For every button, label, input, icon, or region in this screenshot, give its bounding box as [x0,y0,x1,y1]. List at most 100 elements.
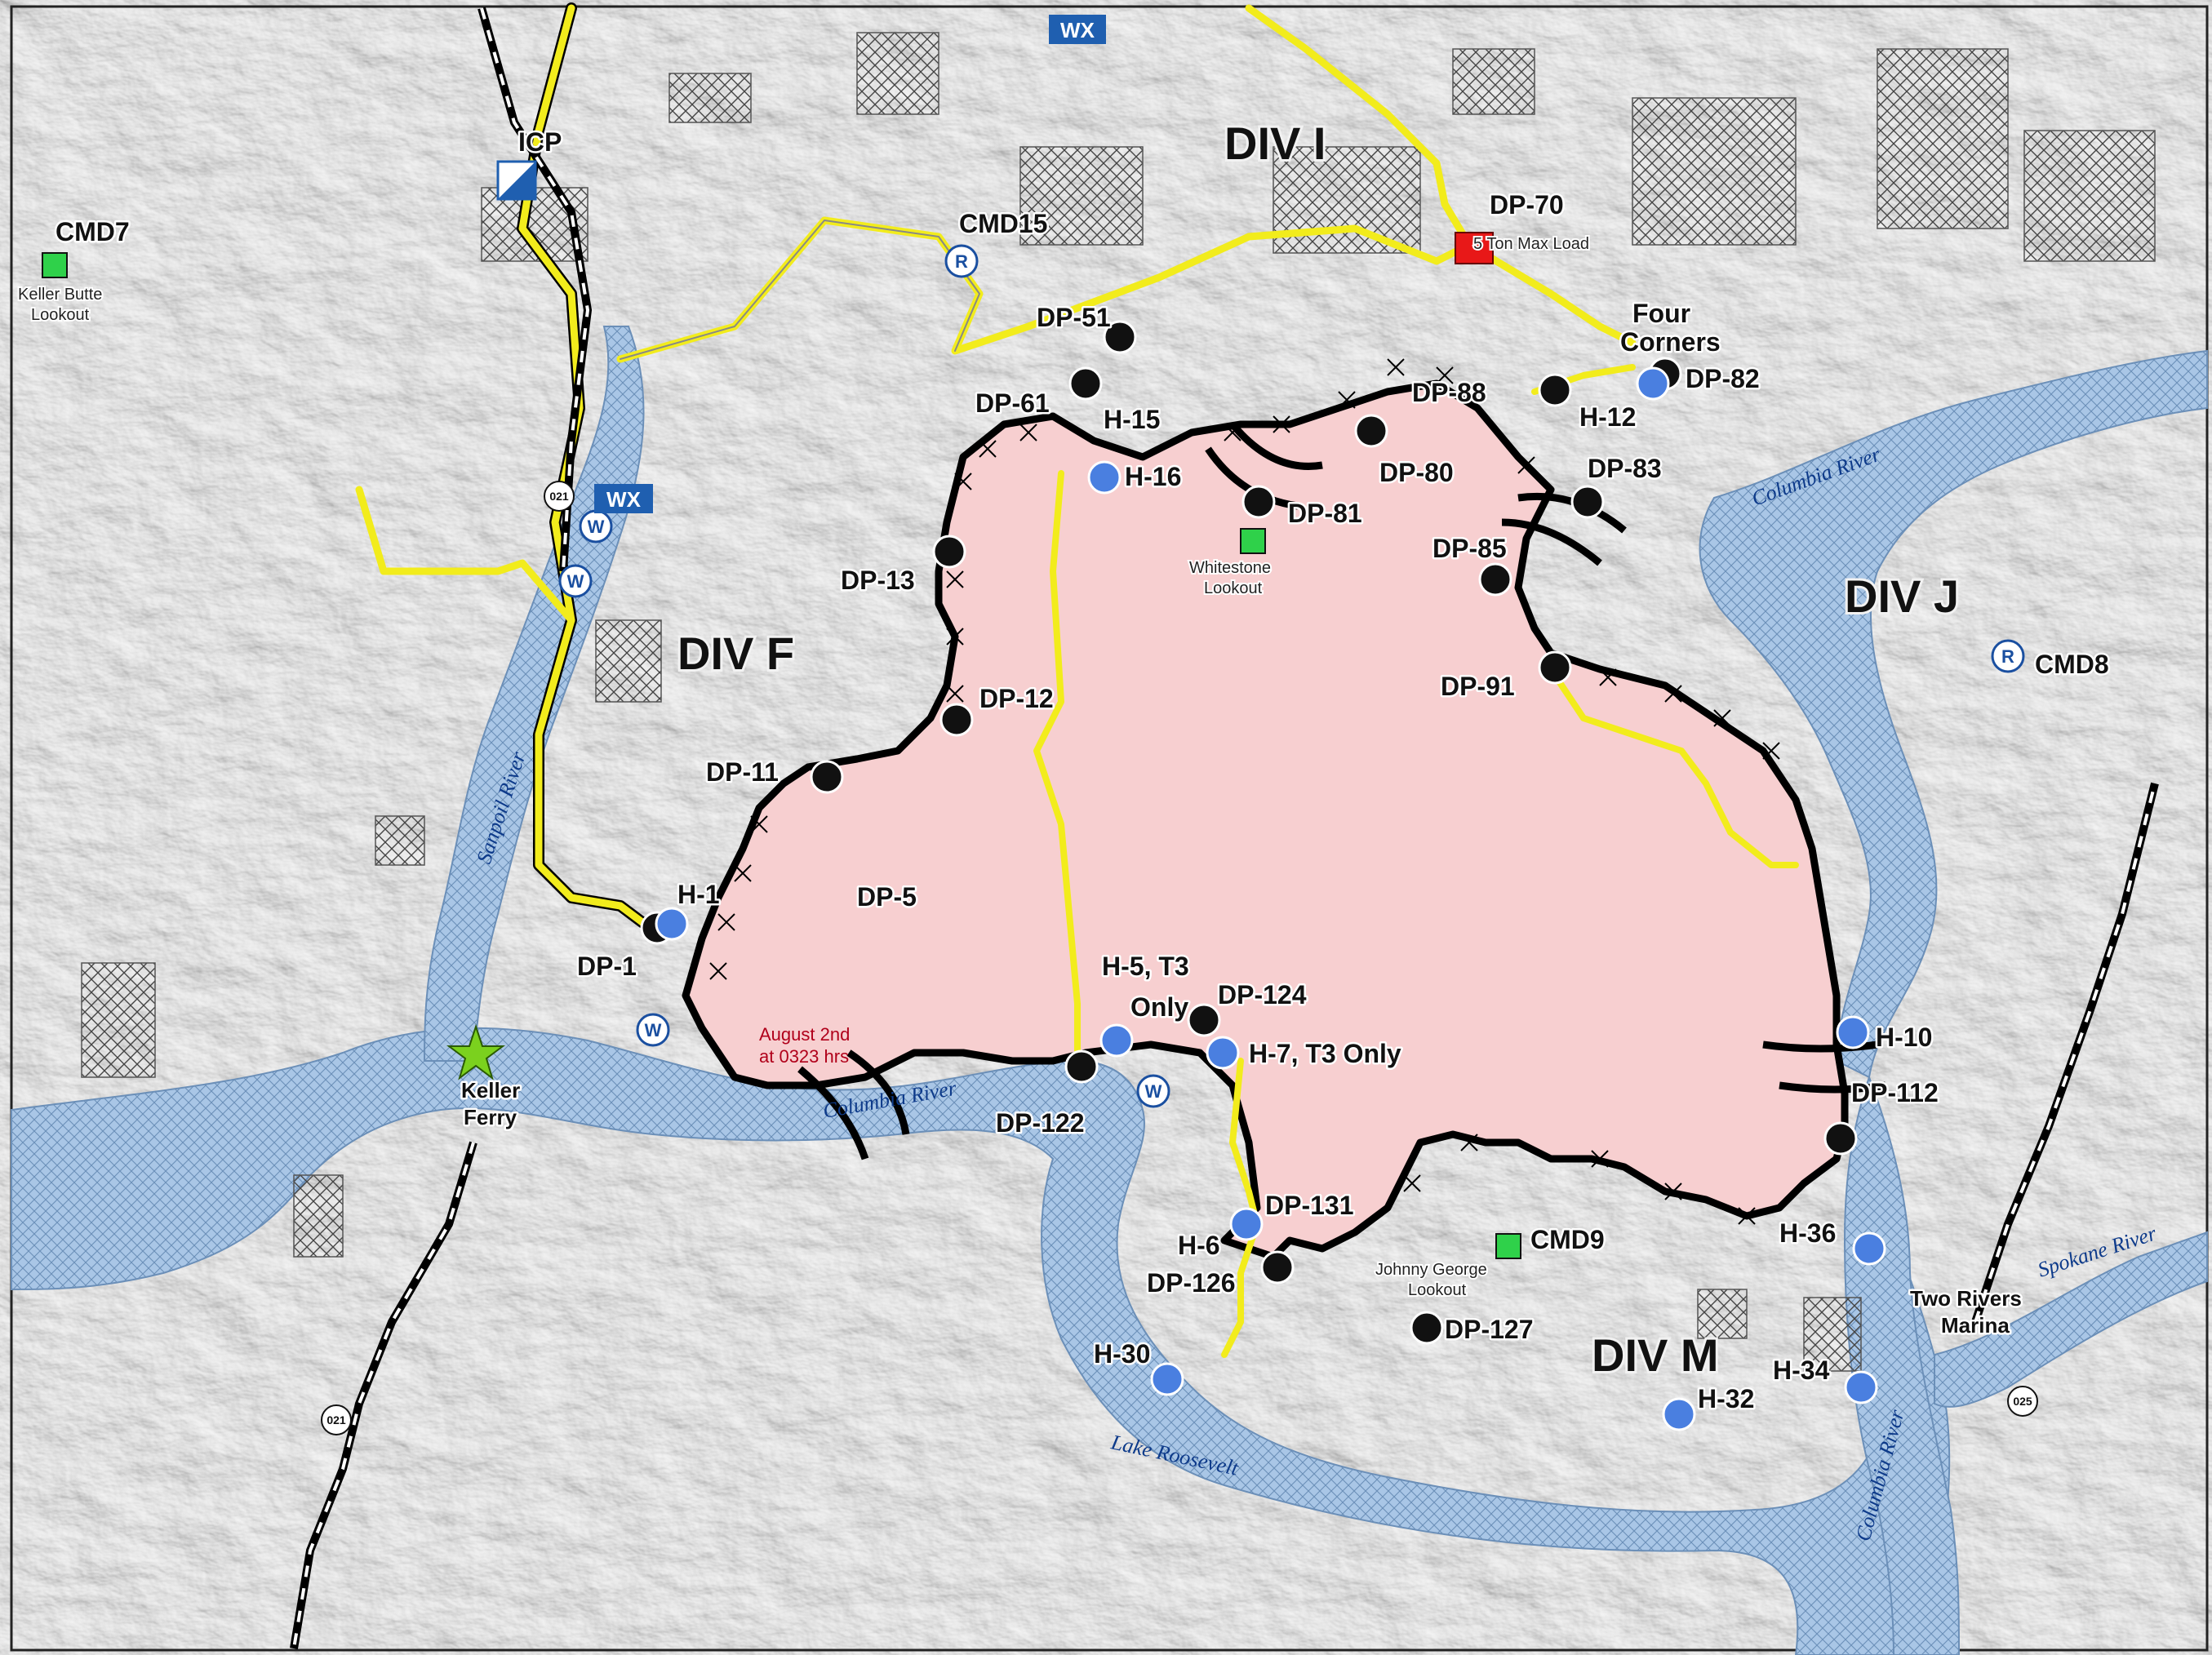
drop-point-dp-88[interactable] [1538,373,1572,407]
helispot-h-16[interactable] [1087,460,1122,495]
label-h-5-line2: Only [1130,992,1188,1022]
helispot-h-1[interactable] [655,907,689,941]
lookout-icon [42,252,68,278]
drop-point-dp-127[interactable] [1410,1311,1444,1345]
helispot-h-30[interactable] [1150,1362,1184,1396]
helispot-h-10[interactable] [1836,1015,1870,1049]
label-dp-85: DP-85 [1432,534,1507,563]
drop-point-dp-83[interactable] [1570,485,1605,519]
helispot-h-36[interactable] [1852,1231,1886,1266]
drop-point-dp-85[interactable] [1478,562,1512,597]
dozer-line-marks [709,358,1780,1225]
label-h-32: H-32 [1698,1384,1754,1413]
label-h-34: H-34 [1773,1356,1830,1385]
water-source-icon [1136,1074,1170,1108]
label-h-7: H-7, T3 Only [1249,1039,1401,1068]
label-icp: ICP [518,127,562,157]
label-cmd8: CMD8 [2035,650,2109,679]
label-dp-91: DP-91 [1441,672,1515,701]
label-four-corners-1: Four [1632,299,1690,328]
drop-point-dp-126[interactable] [1260,1250,1295,1285]
label-dp-88: DP-88 [1412,378,1486,407]
drop-point-dp-91[interactable] [1538,650,1572,685]
water-source-letter: W [645,1020,662,1040]
weather-station-icons [594,15,1106,513]
route-shield-label: 025 [2013,1395,2032,1408]
drop-point-dp-12[interactable] [939,703,974,737]
label-dp-112: DP-112 [1851,1078,1939,1107]
route-shield-icon [2007,1386,2038,1417]
sanpoil-river [423,326,645,1062]
label-cmd7: CMD7 [56,217,130,246]
water-source-icon [558,564,593,598]
label-johnny-george-2: Lookout [1408,1281,1467,1299]
water-source-letter: W [1145,1081,1162,1102]
label-dp-13: DP-13 [841,566,915,595]
label-h-1: H-1 [677,880,720,909]
map-frame [10,5,2209,1652]
label-dp-12: DP-12 [979,684,1054,713]
label-two-rivers-1: Two Rivers [1910,1286,2022,1311]
lookout-icons [42,252,1521,1259]
drop-point-dp-51[interactable] [1103,320,1137,354]
label-dp-131: DP-131 [1265,1191,1354,1220]
repeater-icon [1991,639,2025,673]
repeater-icon [944,244,979,278]
label-dp-81: DP-81 [1288,499,1362,528]
drop-point-dp-11[interactable] [810,760,844,794]
helispot-h-12[interactable] [1636,366,1670,401]
water-source-icon [636,1013,670,1047]
helispot-h-34[interactable] [1844,1370,1878,1404]
helispot-markers[interactable] [655,366,1886,1431]
spokane-river [1934,1231,2208,1408]
containment-breaks [797,422,1886,1160]
route-shield-icon [321,1404,352,1435]
label-keller-ferry-2: Ferry [464,1105,517,1129]
label-dp-83: DP-83 [1588,454,1662,483]
drop-point-dp-122[interactable] [1064,1049,1099,1084]
label-keller-ferry-1: Keller [461,1078,520,1103]
helispot-h-6[interactable] [1229,1207,1264,1241]
label-dp-82: DP-82 [1686,364,1760,393]
weather-station-label: WX [606,487,642,512]
label-dp-80: DP-80 [1379,458,1454,487]
division-label-div-i: DIV I [1224,118,1326,169]
division-label-div-j: DIV J [1845,570,1959,622]
label-dp-124: DP-124 [1218,980,1307,1009]
drop-point-dp-61[interactable] [1068,366,1103,401]
label-max-load: 5 Ton Max Load [1473,235,1589,253]
columbia-river-west [11,1027,1951,1655]
label-keller-butte-1: Keller Butte [18,286,102,304]
columbia-river-east [1699,349,2208,1079]
label-h-36: H-36 [1779,1218,1836,1248]
route-shield-label: 021 [549,490,569,503]
helispot-h-32[interactable] [1662,1397,1696,1431]
label-two-rivers-2: Marina [1941,1313,2010,1338]
helispot-h-7[interactable] [1206,1036,1240,1070]
columbia-river-south-east [1843,1075,1960,1655]
railroads [290,7,2159,1649]
drop-point-dp-124[interactable] [1187,1003,1221,1037]
label-johnny-george-1: Johnny George [1375,1261,1487,1279]
drop-point-dp-112[interactable] [1823,1121,1858,1156]
division-label-div-m: DIV M [1592,1329,1719,1381]
label-whitestone-2: Lookout [1204,579,1263,597]
drop-point-dp-81[interactable] [1241,485,1276,519]
drop-point-dp-13[interactable] [932,535,966,569]
repeater-letter: R [2001,646,2014,667]
helispot-h-5[interactable] [1099,1023,1134,1058]
label-dp-122: DP-122 [996,1108,1085,1138]
icp-icon-fill [498,162,535,199]
label-h-5-line1: H-5, T3 [1102,952,1189,981]
origin-annotation-line2: at 0323 hrs [759,1046,849,1067]
lookout-icon [1240,528,1266,554]
origin-annotation-line1: August 2nd [759,1024,850,1045]
label-dp-127: DP-127 [1445,1315,1534,1344]
label-h-6: H-6 [1178,1231,1220,1260]
ferry-star-icon [446,1023,505,1080]
label-h-30: H-30 [1094,1339,1150,1369]
label-dp-51: DP-51 [1037,303,1111,332]
label-cmd15: CMD15 [959,209,1047,238]
drop-point-dp-80[interactable] [1354,414,1388,448]
